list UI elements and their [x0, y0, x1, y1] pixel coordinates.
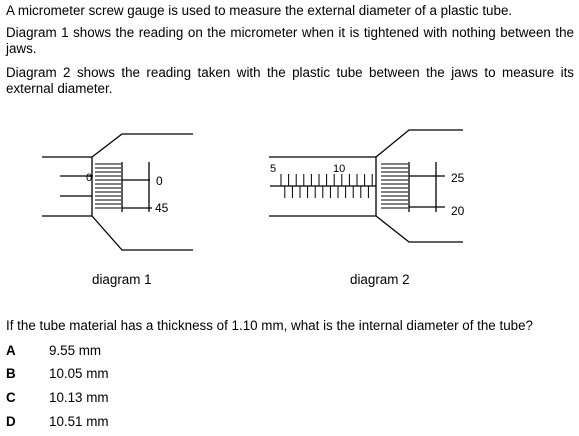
- option-text: 10.51 mm: [49, 414, 109, 429]
- answer-option-c[interactable]: C 10.13 mm: [6, 390, 109, 406]
- diagram2-sleeve-label-5: 5: [270, 163, 276, 175]
- option-text: 9.55 mm: [49, 343, 102, 358]
- diagram2-caption: diagram 2: [350, 272, 410, 287]
- diagram2-thimble-label-25: 25: [451, 171, 465, 185]
- diagram2-thimble-label-20: 20: [451, 204, 465, 218]
- question-paragraph-1: A micrometer screw gauge is used to meas…: [6, 3, 513, 18]
- option-letter: A: [6, 343, 16, 358]
- option-letter: C: [6, 390, 16, 405]
- answer-option-b[interactable]: B 10.05 mm: [6, 366, 109, 382]
- diagram1-caption: diagram 1: [92, 272, 152, 287]
- option-text: 10.05 mm: [49, 366, 109, 381]
- answer-option-d[interactable]: D 10.51 mm: [6, 414, 109, 430]
- question-paragraph-3: Diagram 2 shows the reading taken with t…: [6, 65, 574, 96]
- svg-text:0: 0: [86, 172, 92, 184]
- diagram1-thimble-label-0: 0: [156, 174, 163, 188]
- option-letter: D: [6, 414, 16, 429]
- question-prompt: If the tube material has a thickness of …: [6, 318, 533, 333]
- answer-option-a[interactable]: A 9.55 mm: [6, 343, 101, 359]
- option-letter: B: [6, 366, 16, 381]
- diagram2-sleeve-label-10: 10: [333, 163, 345, 175]
- question-paragraph-2: Diagram 1 shows the reading on the micro…: [6, 25, 574, 56]
- option-text: 10.13 mm: [49, 390, 109, 405]
- diagram1-thimble-label-45: 45: [155, 201, 169, 215]
